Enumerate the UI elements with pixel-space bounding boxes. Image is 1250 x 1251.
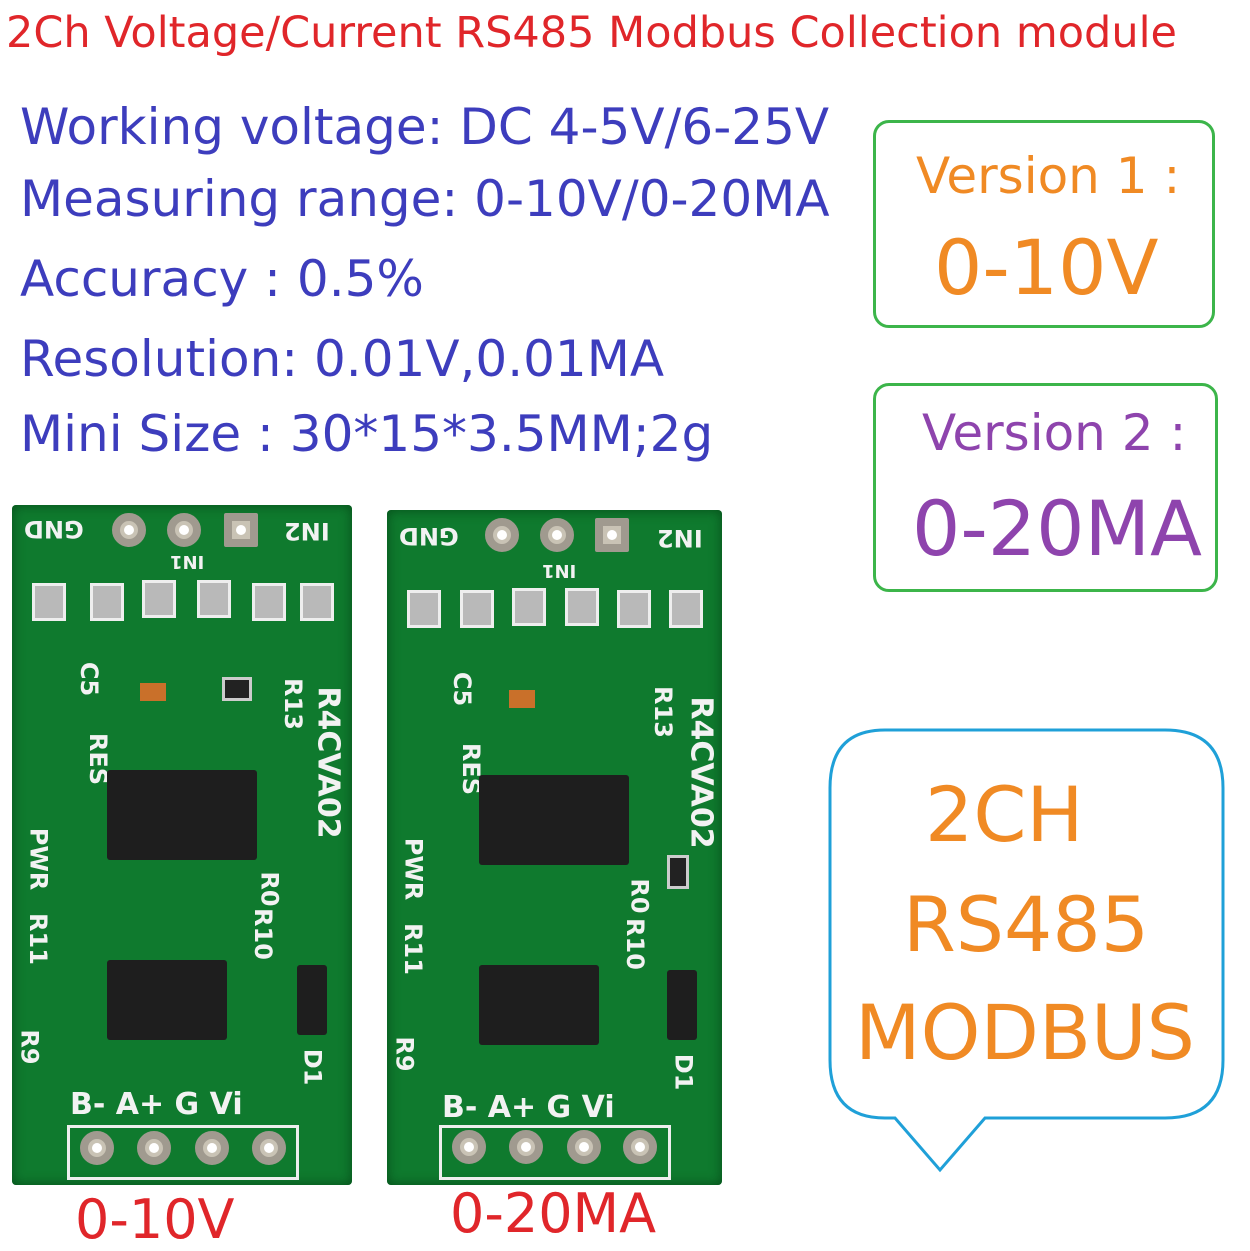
silk-gnd: GND bbox=[399, 522, 459, 550]
mcu-chip bbox=[107, 770, 257, 860]
silk-in2: IN2 bbox=[657, 524, 703, 552]
silk-in1: IN1 bbox=[542, 560, 577, 581]
spec-measuring-range: Measuring range: 0-10V/0-20MA bbox=[20, 170, 830, 228]
rs485-chip bbox=[107, 960, 227, 1040]
pin-header bbox=[439, 1125, 671, 1180]
terminal-pad bbox=[540, 518, 574, 552]
silk-d1: D1 bbox=[669, 1053, 698, 1091]
spec-size: Mini Size : 30*15*3.5MM;2g bbox=[20, 405, 714, 463]
silk-r0: R0 bbox=[625, 878, 654, 914]
version-1-label: Version 1 : bbox=[916, 147, 1181, 205]
silk-r13: R13 bbox=[648, 686, 677, 738]
capacitor bbox=[140, 683, 166, 701]
smd-component bbox=[512, 588, 546, 626]
version-2-value: 0-20MA bbox=[912, 484, 1203, 573]
bubble-line-2: RS485 bbox=[903, 880, 1150, 969]
pin-pad bbox=[195, 1131, 229, 1165]
mcu-chip bbox=[479, 775, 629, 865]
bubble-line-1: 2CH bbox=[925, 770, 1084, 859]
pin-pad bbox=[137, 1131, 171, 1165]
pcb-board-0-10v: GND IN2 IN1 C5 R13 R4CVA02 RES PWR R0 R1… bbox=[12, 505, 352, 1185]
smd-component bbox=[32, 583, 66, 621]
resistor bbox=[667, 855, 689, 889]
silk-pwr: PWR bbox=[399, 837, 428, 901]
silk-pin-labels: B- A+ G Vi bbox=[70, 1087, 243, 1122]
pcb-board-0-20ma: GND IN2 IN1 C5 R13 R4CVA02 RES PWR R0 R1… bbox=[387, 510, 722, 1185]
board-2-caption: 0-20MA bbox=[450, 1182, 657, 1245]
pin-pad bbox=[80, 1131, 114, 1165]
version-2-label: Version 2 : bbox=[922, 404, 1187, 462]
smd-component bbox=[407, 590, 441, 628]
silk-r10: R10 bbox=[248, 908, 277, 960]
terminal-pad bbox=[224, 513, 258, 547]
page-title: 2Ch Voltage/Current RS485 Modbus Collect… bbox=[6, 8, 1177, 58]
silk-in1: IN1 bbox=[170, 551, 205, 572]
terminal-pad bbox=[112, 513, 146, 547]
smd-component bbox=[197, 580, 231, 618]
speech-bubble bbox=[828, 728, 1225, 1173]
bubble-line-3: MODBUS bbox=[855, 988, 1195, 1077]
silk-r0: R0 bbox=[255, 871, 284, 907]
smd-component bbox=[300, 583, 334, 621]
version-2-box: Version 2 : 0-20MA bbox=[873, 383, 1218, 592]
terminal-pad bbox=[485, 518, 519, 552]
pin-pad bbox=[452, 1130, 486, 1164]
smd-component bbox=[90, 583, 124, 621]
smd-component bbox=[565, 588, 599, 626]
pin-header bbox=[67, 1125, 299, 1180]
rs485-chip bbox=[479, 965, 599, 1045]
silk-pwr: PWR bbox=[24, 827, 53, 891]
silk-r11: R11 bbox=[23, 913, 52, 965]
diode-d1 bbox=[667, 970, 697, 1040]
board-1-caption: 0-10V bbox=[75, 1188, 235, 1251]
smd-component bbox=[252, 583, 286, 621]
silk-r13: R13 bbox=[278, 678, 307, 730]
pin-pad bbox=[509, 1130, 543, 1164]
silk-d1: D1 bbox=[298, 1048, 327, 1086]
smd-component bbox=[617, 590, 651, 628]
spec-resolution: Resolution: 0.01V,0.01MA bbox=[20, 330, 665, 388]
capacitor bbox=[509, 690, 535, 708]
diode-d1 bbox=[297, 965, 327, 1035]
silk-model: R4CVA02 bbox=[310, 686, 346, 839]
silk-r11: R11 bbox=[398, 923, 427, 975]
pin-pad bbox=[252, 1131, 286, 1165]
silk-gnd: GND bbox=[24, 515, 84, 543]
pin-pad bbox=[567, 1130, 601, 1164]
terminal-pad bbox=[167, 513, 201, 547]
spec-accuracy: Accuracy : 0.5% bbox=[20, 250, 424, 308]
silk-c5: C5 bbox=[448, 671, 477, 707]
smd-component bbox=[142, 580, 176, 618]
pin-pad bbox=[623, 1130, 657, 1164]
silk-in2: IN2 bbox=[284, 517, 330, 545]
silk-model: R4CVA02 bbox=[683, 696, 719, 849]
version-1-box: Version 1 : 0-10V bbox=[873, 120, 1215, 328]
smd-component bbox=[460, 590, 494, 628]
version-1-value: 0-10V bbox=[934, 223, 1159, 312]
silk-r9: R9 bbox=[390, 1036, 419, 1072]
spec-working-voltage: Working voltage: DC 4-5V/6-25V bbox=[20, 98, 830, 156]
resistor bbox=[222, 677, 252, 701]
silk-pin-labels: B- A+ G Vi bbox=[442, 1090, 615, 1125]
silk-r10: R10 bbox=[620, 918, 649, 970]
silk-r9: R9 bbox=[15, 1029, 44, 1065]
silk-c5: C5 bbox=[75, 661, 104, 697]
smd-component bbox=[669, 590, 703, 628]
terminal-pad bbox=[595, 518, 629, 552]
